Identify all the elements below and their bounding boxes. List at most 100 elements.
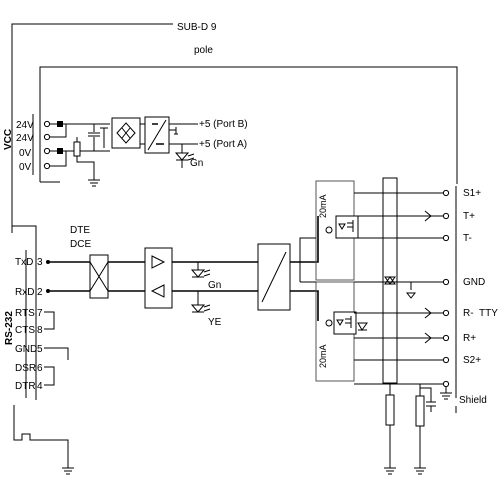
power-diode-2 (57, 148, 63, 154)
dte-dce-switch (89, 254, 109, 299)
power-led-bar (176, 159, 188, 168)
power-terminal-1 (43, 120, 51, 128)
tty-terminals (442, 189, 450, 388)
pin-name-rxd: RxD (15, 287, 34, 298)
power-input-wiring (50, 123, 110, 167)
bus-ground-symbol (384, 467, 396, 475)
rectifier-output (140, 123, 145, 145)
opto-top-transistor (347, 220, 354, 232)
outer-frame-left-drop (12, 225, 37, 247)
current-label-bottom: 20mA (318, 344, 328, 368)
gnd-link (44, 347, 69, 360)
shield-ground-bottom (414, 467, 426, 475)
rectifier-diodes (121, 127, 131, 139)
pin-num-rts: 7 (37, 308, 43, 319)
tty-pin-gnd: GND (463, 277, 485, 288)
rs232-connector-body (25, 247, 37, 400)
power-pin-2: 24V (16, 133, 34, 144)
tty-bus-bar (382, 177, 398, 384)
led-gn-icon (190, 269, 206, 278)
pin-name-cts: CTS (15, 325, 35, 336)
power-ground-symbol (88, 179, 100, 187)
outer-frame-top-left (11, 23, 173, 233)
out-port-a: +5 (Port A) (199, 139, 247, 150)
pin-num-rxd: 2 (37, 287, 43, 298)
power-frame-top (39, 66, 232, 182)
pin-num-txd: 3 (37, 257, 43, 268)
dsr-dtr-bridge (44, 366, 55, 386)
led-gn-rays (203, 269, 211, 277)
power-resistor (73, 141, 81, 157)
dte-dce-crossover (89, 261, 109, 292)
pin-num-dsr: 6 (37, 363, 43, 374)
pin-name-dtr: DTR (15, 381, 36, 392)
rs232-label: RS-232 (4, 311, 15, 345)
tty-gnd-link (299, 237, 316, 283)
power-zener (100, 127, 108, 148)
connector-subtitle: pole (194, 45, 213, 56)
rx-buffer-icon (150, 284, 165, 298)
rs232-shield-line (13, 405, 69, 468)
tty-pin-tminus: T- (463, 233, 472, 244)
tty-pin-rplus: R+ (463, 333, 476, 344)
power-terminal-4 (43, 162, 51, 170)
opto-bottom-transistor (345, 316, 352, 328)
dte-label: DTE (70, 225, 90, 236)
pin-name-gnd: GND (15, 344, 37, 355)
led-ye-rays (203, 304, 211, 312)
converter-diagonal (147, 119, 167, 151)
tty-protect-diode (357, 322, 368, 331)
bus-ground-resistor (385, 394, 395, 426)
tty-side-label: TTY (479, 308, 498, 319)
pin-num-gnd: 5 (37, 344, 43, 355)
pin-name-dsr: DSR (15, 363, 36, 374)
power-pin-4: 0V (19, 162, 32, 173)
pin-num-cts: 8 (37, 325, 43, 336)
tty-pin-tplus: T+ (463, 211, 475, 222)
txd-rxd-lines (48, 261, 90, 292)
out-port-b: +5 (Port B) (199, 119, 248, 130)
tty-pin-s2plus: S2+ (463, 355, 481, 366)
shield-resistor (415, 395, 425, 427)
current-source-bottom (325, 319, 333, 327)
power-pin-1: 24V (16, 120, 34, 131)
power-diode-1 (57, 121, 63, 127)
current-source-top (325, 226, 333, 234)
pin-name-txd: TxD (15, 257, 33, 268)
tty-direction-arrows (424, 210, 432, 344)
led-gn-label: Gn (208, 280, 221, 291)
dce-label: DCE (70, 239, 91, 250)
rs232-ground-symbol (62, 467, 74, 475)
opto-top-led (338, 223, 346, 230)
power-terminal-3 (43, 147, 51, 155)
power-pin-3: 0V (19, 148, 32, 159)
converter-outputs (169, 123, 198, 145)
converter-marks (152, 123, 164, 145)
power-capacitor (88, 124, 100, 151)
tty-bus-diode (384, 276, 396, 285)
connector-title: SUB-D 9 (177, 22, 217, 33)
pin-num-dtr: 4 (37, 381, 43, 392)
pin-name-rts: RTS (15, 308, 35, 319)
isolator-diagonal (261, 251, 287, 303)
current-label-top: 20mA (318, 194, 328, 218)
tty-pin-rminus: R- (463, 308, 474, 319)
led-ye-label: YE (208, 317, 222, 328)
vcc-label: VCC (3, 129, 14, 150)
power-resistor-wiring (76, 137, 95, 180)
tty-gnd-arrow (405, 282, 417, 299)
switch-to-buffer (108, 261, 145, 292)
buffer-to-isolator (172, 261, 258, 292)
opto-bottom-led (336, 319, 344, 326)
power-led-label: Gn (190, 158, 203, 169)
led-ye-icon (190, 304, 206, 313)
rectifier-diamond (116, 122, 136, 144)
converter-ground (169, 127, 178, 135)
tty-frame-top (232, 66, 458, 184)
tty-pin-shield: Shield (459, 395, 487, 406)
rs232-buffer-block (144, 247, 173, 309)
tty-pin-s1plus: S1+ (463, 188, 481, 199)
isolator-outputs (290, 216, 319, 321)
power-led-icon (174, 152, 190, 161)
shield-rc-network (419, 384, 436, 468)
